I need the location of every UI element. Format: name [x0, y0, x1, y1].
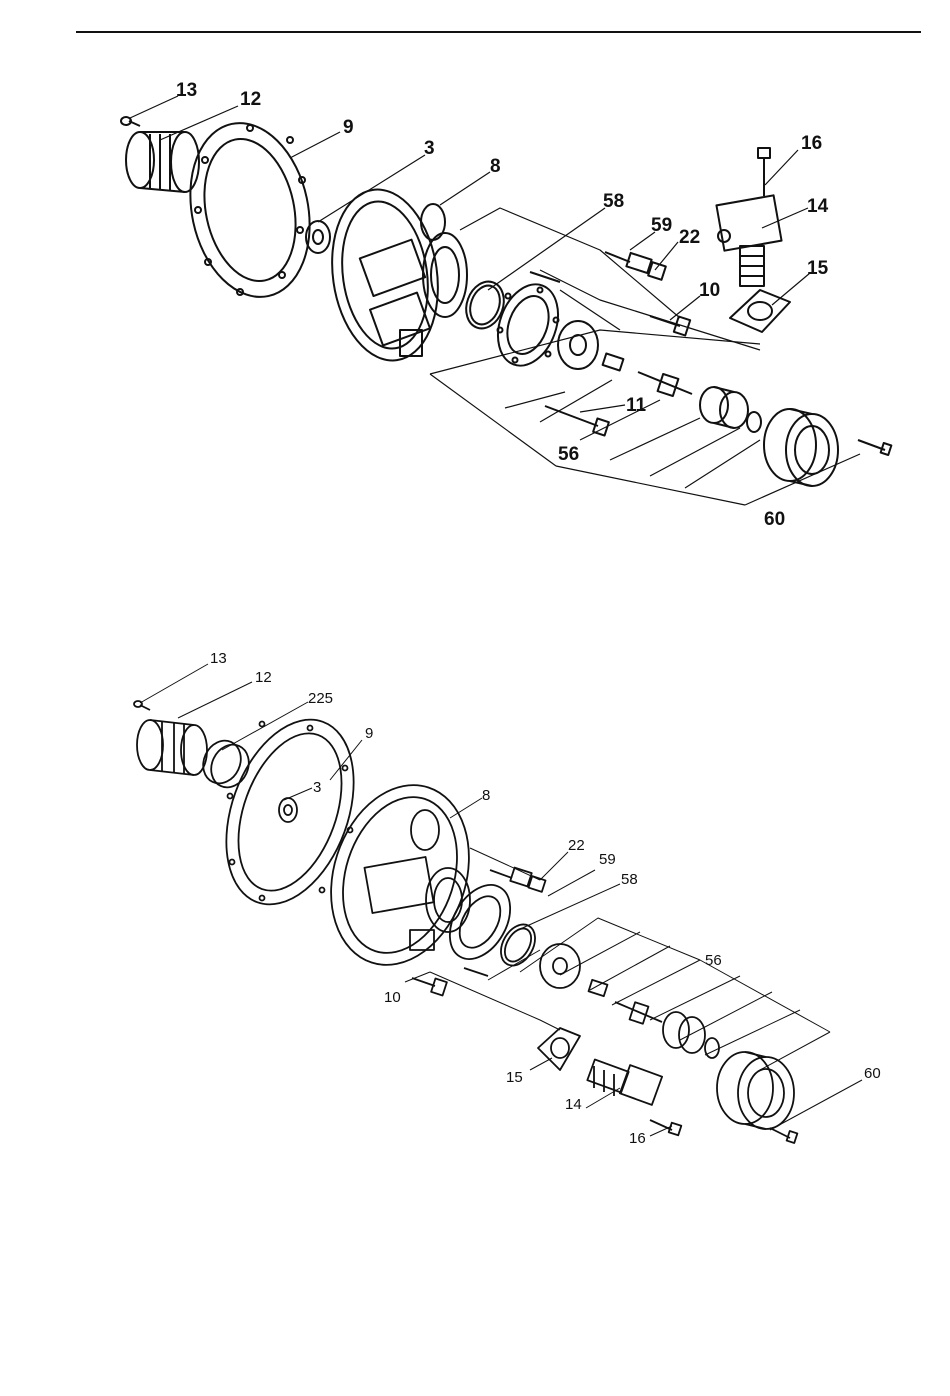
part-9-gasket	[203, 702, 378, 922]
callout-14: 14	[807, 197, 828, 216]
callout-8: 8	[490, 157, 501, 176]
drawing-lower	[0, 600, 950, 1180]
part-planet-gear	[540, 944, 580, 988]
part-60-cover	[764, 409, 838, 486]
callout-56: 56	[705, 953, 722, 968]
part-8-housing	[309, 767, 491, 983]
part-needle-bearing	[747, 412, 761, 432]
part-shaft	[615, 1002, 662, 1024]
callout-16: 16	[801, 134, 822, 153]
callout-9: 9	[343, 118, 354, 137]
part-shaft	[638, 372, 692, 396]
part-sleeve	[663, 1012, 705, 1053]
callout-60: 60	[764, 510, 785, 529]
part-flange-plate	[487, 276, 568, 374]
callout-58: 58	[621, 872, 638, 887]
callout-13: 13	[176, 81, 197, 100]
part-16-bolt	[758, 148, 770, 196]
callout-3: 3	[424, 139, 435, 158]
drawing-upper	[0, 0, 950, 560]
part-screw-small	[464, 968, 488, 976]
callout-3: 3	[313, 780, 321, 795]
part-60-screw	[858, 440, 891, 455]
part-10-bolt	[412, 978, 447, 996]
exploded-view-lower: 13 12 225 9 3 8 22 59 58 56 10 15 14 16 …	[0, 600, 950, 1180]
part-15-gasket	[730, 290, 790, 332]
part-22-59-fitting	[490, 868, 546, 892]
part-needle-bearing	[705, 1038, 719, 1058]
part-planet-gear	[558, 321, 598, 369]
callout-59: 59	[651, 216, 672, 235]
part-14-filter	[716, 195, 781, 286]
exploded-view-upper: 13 12 9 3 8 58 59 22 16 14 15 10 11 56 6…	[0, 0, 950, 560]
part-9-gasket	[175, 112, 325, 308]
part-screw-small	[530, 272, 560, 282]
part-59-22-fitting	[605, 252, 666, 280]
part-sleeve	[700, 387, 748, 428]
callout-11: 11	[626, 396, 646, 415]
part-14-filter	[587, 1060, 662, 1105]
callout-60: 60	[864, 1066, 881, 1081]
part-16-bolt	[650, 1120, 681, 1135]
callout-59: 59	[599, 852, 616, 867]
part-60-screw	[770, 1128, 797, 1143]
leader-lines-lower	[140, 664, 862, 1136]
part-12-bearing	[126, 132, 199, 192]
callout-10: 10	[699, 281, 720, 300]
part-13-screw	[134, 701, 150, 710]
part-3-gear	[279, 798, 297, 822]
part-15-gasket	[538, 1028, 580, 1070]
part-8-housing	[322, 183, 467, 368]
callout-225: 225	[308, 691, 333, 706]
callout-22: 22	[568, 838, 585, 853]
part-11-bolt	[545, 406, 609, 436]
part-13-screw	[121, 117, 140, 126]
callout-16: 16	[629, 1131, 646, 1146]
callout-13: 13	[210, 651, 227, 666]
callout-10: 10	[384, 990, 401, 1005]
callout-15: 15	[807, 259, 828, 278]
part-58-oring	[494, 918, 542, 971]
callout-56: 56	[558, 445, 579, 464]
part-pin	[603, 354, 624, 371]
part-60-cover	[717, 1052, 794, 1129]
callout-14: 14	[565, 1097, 582, 1112]
callout-58: 58	[603, 192, 624, 211]
callout-15: 15	[506, 1070, 523, 1085]
callout-12: 12	[240, 90, 261, 109]
callout-12: 12	[255, 670, 272, 685]
callout-9: 9	[365, 726, 373, 741]
callout-22: 22	[679, 228, 700, 247]
callout-8: 8	[482, 788, 490, 803]
part-12-bearing	[137, 720, 207, 775]
